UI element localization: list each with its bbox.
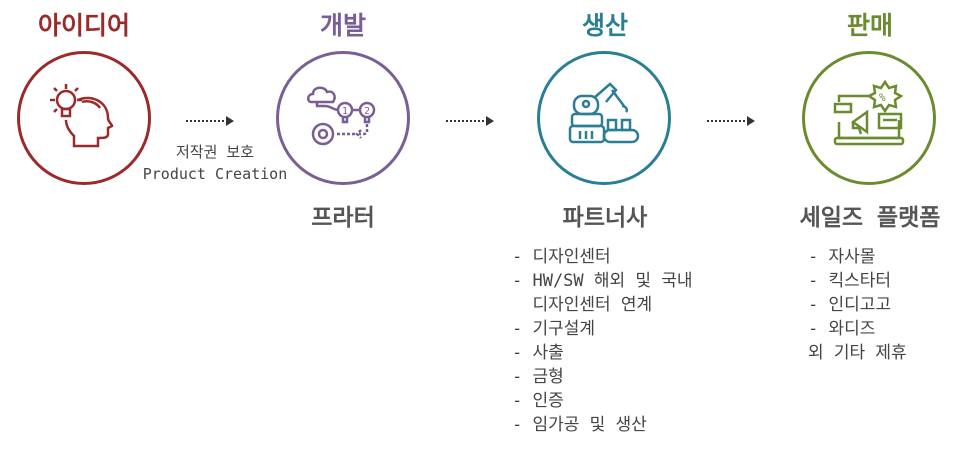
robot-arm-icon bbox=[568, 82, 640, 144]
development-partner-label: 프라터 bbox=[311, 205, 375, 231]
svg-text:1: 1 bbox=[342, 106, 348, 117]
note-line-2: Product Creation bbox=[142, 165, 288, 183]
svg-text:2: 2 bbox=[364, 106, 370, 117]
production-partner-label: 파트너사 bbox=[562, 205, 648, 231]
idea-head-icon bbox=[50, 84, 114, 148]
stage-title-idea: 아이디어 bbox=[37, 11, 130, 40]
stage-circle-idea bbox=[17, 51, 151, 185]
list-item: - 금형 bbox=[512, 367, 564, 387]
copyright-note: 저작권 보호 Product Creation bbox=[135, 141, 295, 185]
list-item: 디자인센터 연계 bbox=[512, 295, 653, 315]
flow-arrow-1 bbox=[186, 112, 236, 126]
list-item: - 기구설계 bbox=[512, 319, 596, 339]
list-item: - 사출 bbox=[512, 343, 564, 363]
sales-promotion-icon: % bbox=[833, 79, 905, 146]
stage-circle-production bbox=[537, 51, 671, 185]
note-line-1: 저작권 보호 bbox=[175, 143, 255, 161]
sales-platform-label: 세일즈 플랫폼 bbox=[799, 205, 941, 231]
stage-title-sales: 판매 bbox=[846, 11, 893, 40]
list-item: - 인증 bbox=[512, 391, 564, 411]
list-item: 외 기타 제휴 bbox=[808, 343, 907, 363]
list-item: - 자사몰 bbox=[808, 247, 876, 267]
list-item: - HW/SW 해외 및 국내 bbox=[512, 271, 693, 291]
production-services-list: - 디자인센터 - HW/SW 해외 및 국내 디자인센터 연계 - 기구설계 … bbox=[512, 245, 693, 437]
stage-circle-sales: % bbox=[802, 51, 936, 185]
list-item: - 킥스타터 bbox=[808, 271, 892, 291]
sales-platforms-list: - 자사몰 - 킥스타터 - 인디고고 - 와디즈 외 기타 제휴 bbox=[808, 245, 907, 365]
list-item: - 디자인센터 bbox=[512, 247, 611, 267]
list-item: - 와디즈 bbox=[808, 319, 876, 339]
svg-text:%: % bbox=[879, 91, 886, 104]
flow-arrow-3 bbox=[707, 112, 757, 126]
flow-arrow-2 bbox=[446, 112, 496, 126]
list-item: - 인디고고 bbox=[808, 295, 892, 315]
list-item: - 임가공 및 생산 bbox=[512, 415, 647, 435]
stage-title-development: 개발 bbox=[319, 11, 366, 40]
stage-title-production: 생산 bbox=[581, 11, 628, 40]
